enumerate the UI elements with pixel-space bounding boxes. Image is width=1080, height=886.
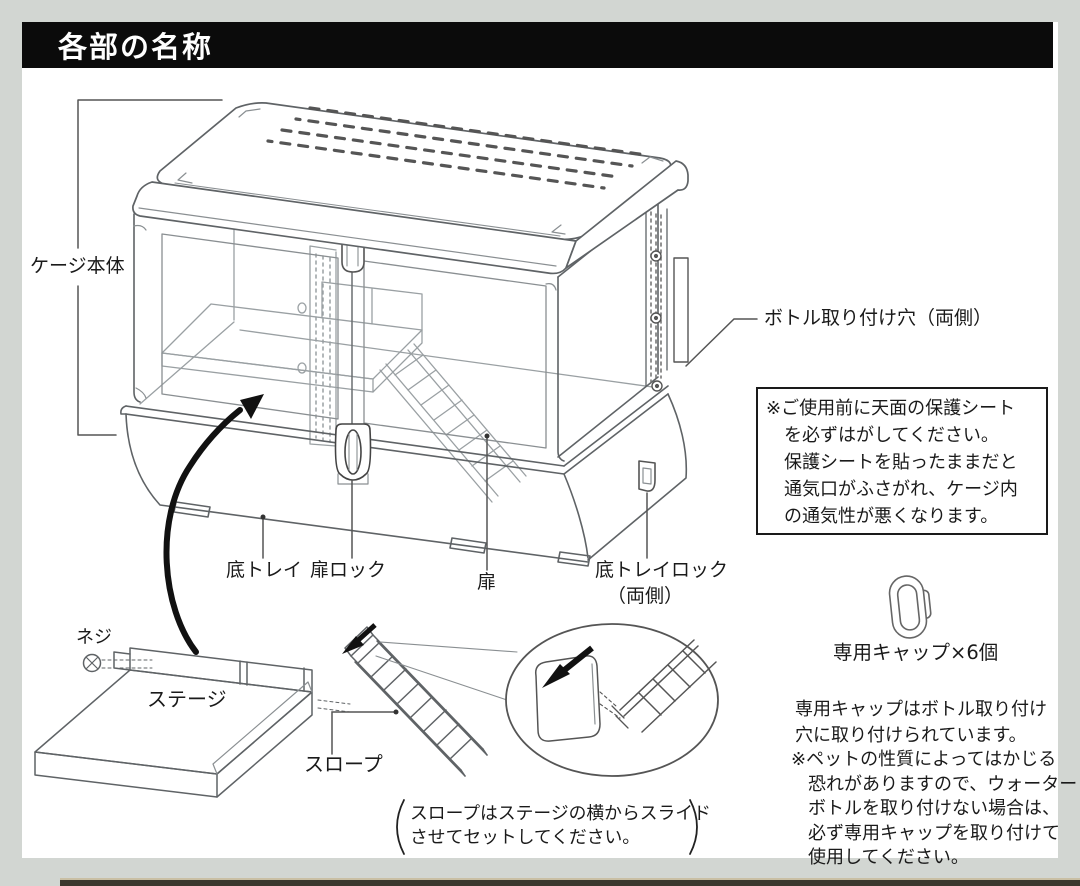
note-line5: の通気性が悪くなります。 xyxy=(784,506,999,527)
bottom-tray xyxy=(120,385,688,567)
slope-drawing xyxy=(344,626,518,777)
cap-warning-line3: ボトルを取り付けない場合は、 xyxy=(808,798,1060,819)
cap-warning-line1: ※ペットの性質によってはかじる xyxy=(791,749,1057,770)
lid-vent-slots xyxy=(266,106,648,190)
tray-lock-label-line2: （両側） xyxy=(607,585,684,607)
cap-warning-line4: 必ず専用キャップを取り付けて xyxy=(808,822,1060,844)
section-title-bar: 各部の名称 xyxy=(22,22,1053,68)
bottle-hole-leader xyxy=(685,318,758,367)
cage-body-label: ケージ本体 xyxy=(30,255,125,277)
page-title: 各部の名称 xyxy=(58,30,214,64)
door-lock-label: 扉ロック xyxy=(310,559,387,581)
slope-note: スロープはステージの横からスライド させてセットしてください。 xyxy=(410,802,711,850)
slope-leader xyxy=(331,711,395,755)
screw-part xyxy=(82,653,153,673)
detail-arrow-icon xyxy=(542,645,594,688)
curved-arrow-icon xyxy=(163,394,264,655)
slope-note-line2: させてセットしてください。 xyxy=(410,827,641,848)
stage-label: ステージ xyxy=(147,687,227,711)
bottle-holes xyxy=(650,250,663,392)
cap-note-line2: 穴に取り付けられています。 xyxy=(795,725,1027,746)
cage-body xyxy=(133,196,689,485)
leader-lines xyxy=(77,99,758,755)
door-label: 扉 xyxy=(477,571,497,593)
cage-body-leader xyxy=(77,99,223,436)
doors xyxy=(161,233,547,449)
cap-note: 専用キャップはボトル取り付け 穴に取り付けられています。 xyxy=(795,697,1047,749)
cage-lid xyxy=(132,102,689,275)
screw-label: ネジ xyxy=(76,627,112,648)
next-section-edge xyxy=(60,878,1080,886)
bottom-tray-label: 底トレイ xyxy=(226,559,303,581)
slope-note-line1: スロープはステージの横からスライド xyxy=(410,803,711,824)
slope-attach-arrow-icon xyxy=(342,623,377,654)
note-line3: 保護シートを貼ったままだと xyxy=(784,452,1018,473)
slope-note-parens xyxy=(396,799,698,855)
note-line1: ※ご使用前に天面の保護シート xyxy=(766,398,1016,419)
note-line2: を必ずはがしてください。 xyxy=(784,425,999,446)
stage-drawing xyxy=(34,647,351,798)
door-lock-part xyxy=(334,423,372,485)
protection-sheet-note-box: ※ご使用前に天面の保護シート を必ずはがしてください。 保護シートを貼ったままだ… xyxy=(756,387,1048,535)
cap-icon xyxy=(888,575,932,639)
detail-circle xyxy=(505,623,719,777)
slope-label: スロープ xyxy=(304,752,383,776)
cap-note-line1: 専用キャップはボトル取り付け xyxy=(795,699,1047,720)
note-line4: 通気口がふさがれ、ケージ内 xyxy=(784,479,1018,500)
cap-warning-line2: 恐れがありますので、ウォーター xyxy=(808,773,1078,795)
cap-warning: ※ペットの性質によってはかじる 恐れがありますので、ウォーター ボトルを取り付け… xyxy=(791,748,1077,871)
tray-lock-label-line1: 底トレイロック xyxy=(595,559,729,581)
cap-count-label: 専用キャップ×6個 xyxy=(833,641,999,664)
bottle-mount-plate xyxy=(673,257,689,363)
bottle-hole-label: ボトル取り付け穴（両側） xyxy=(764,307,993,329)
side-vent-strip xyxy=(645,205,668,387)
cap-warning-line5: 使用してください。 xyxy=(808,847,969,868)
